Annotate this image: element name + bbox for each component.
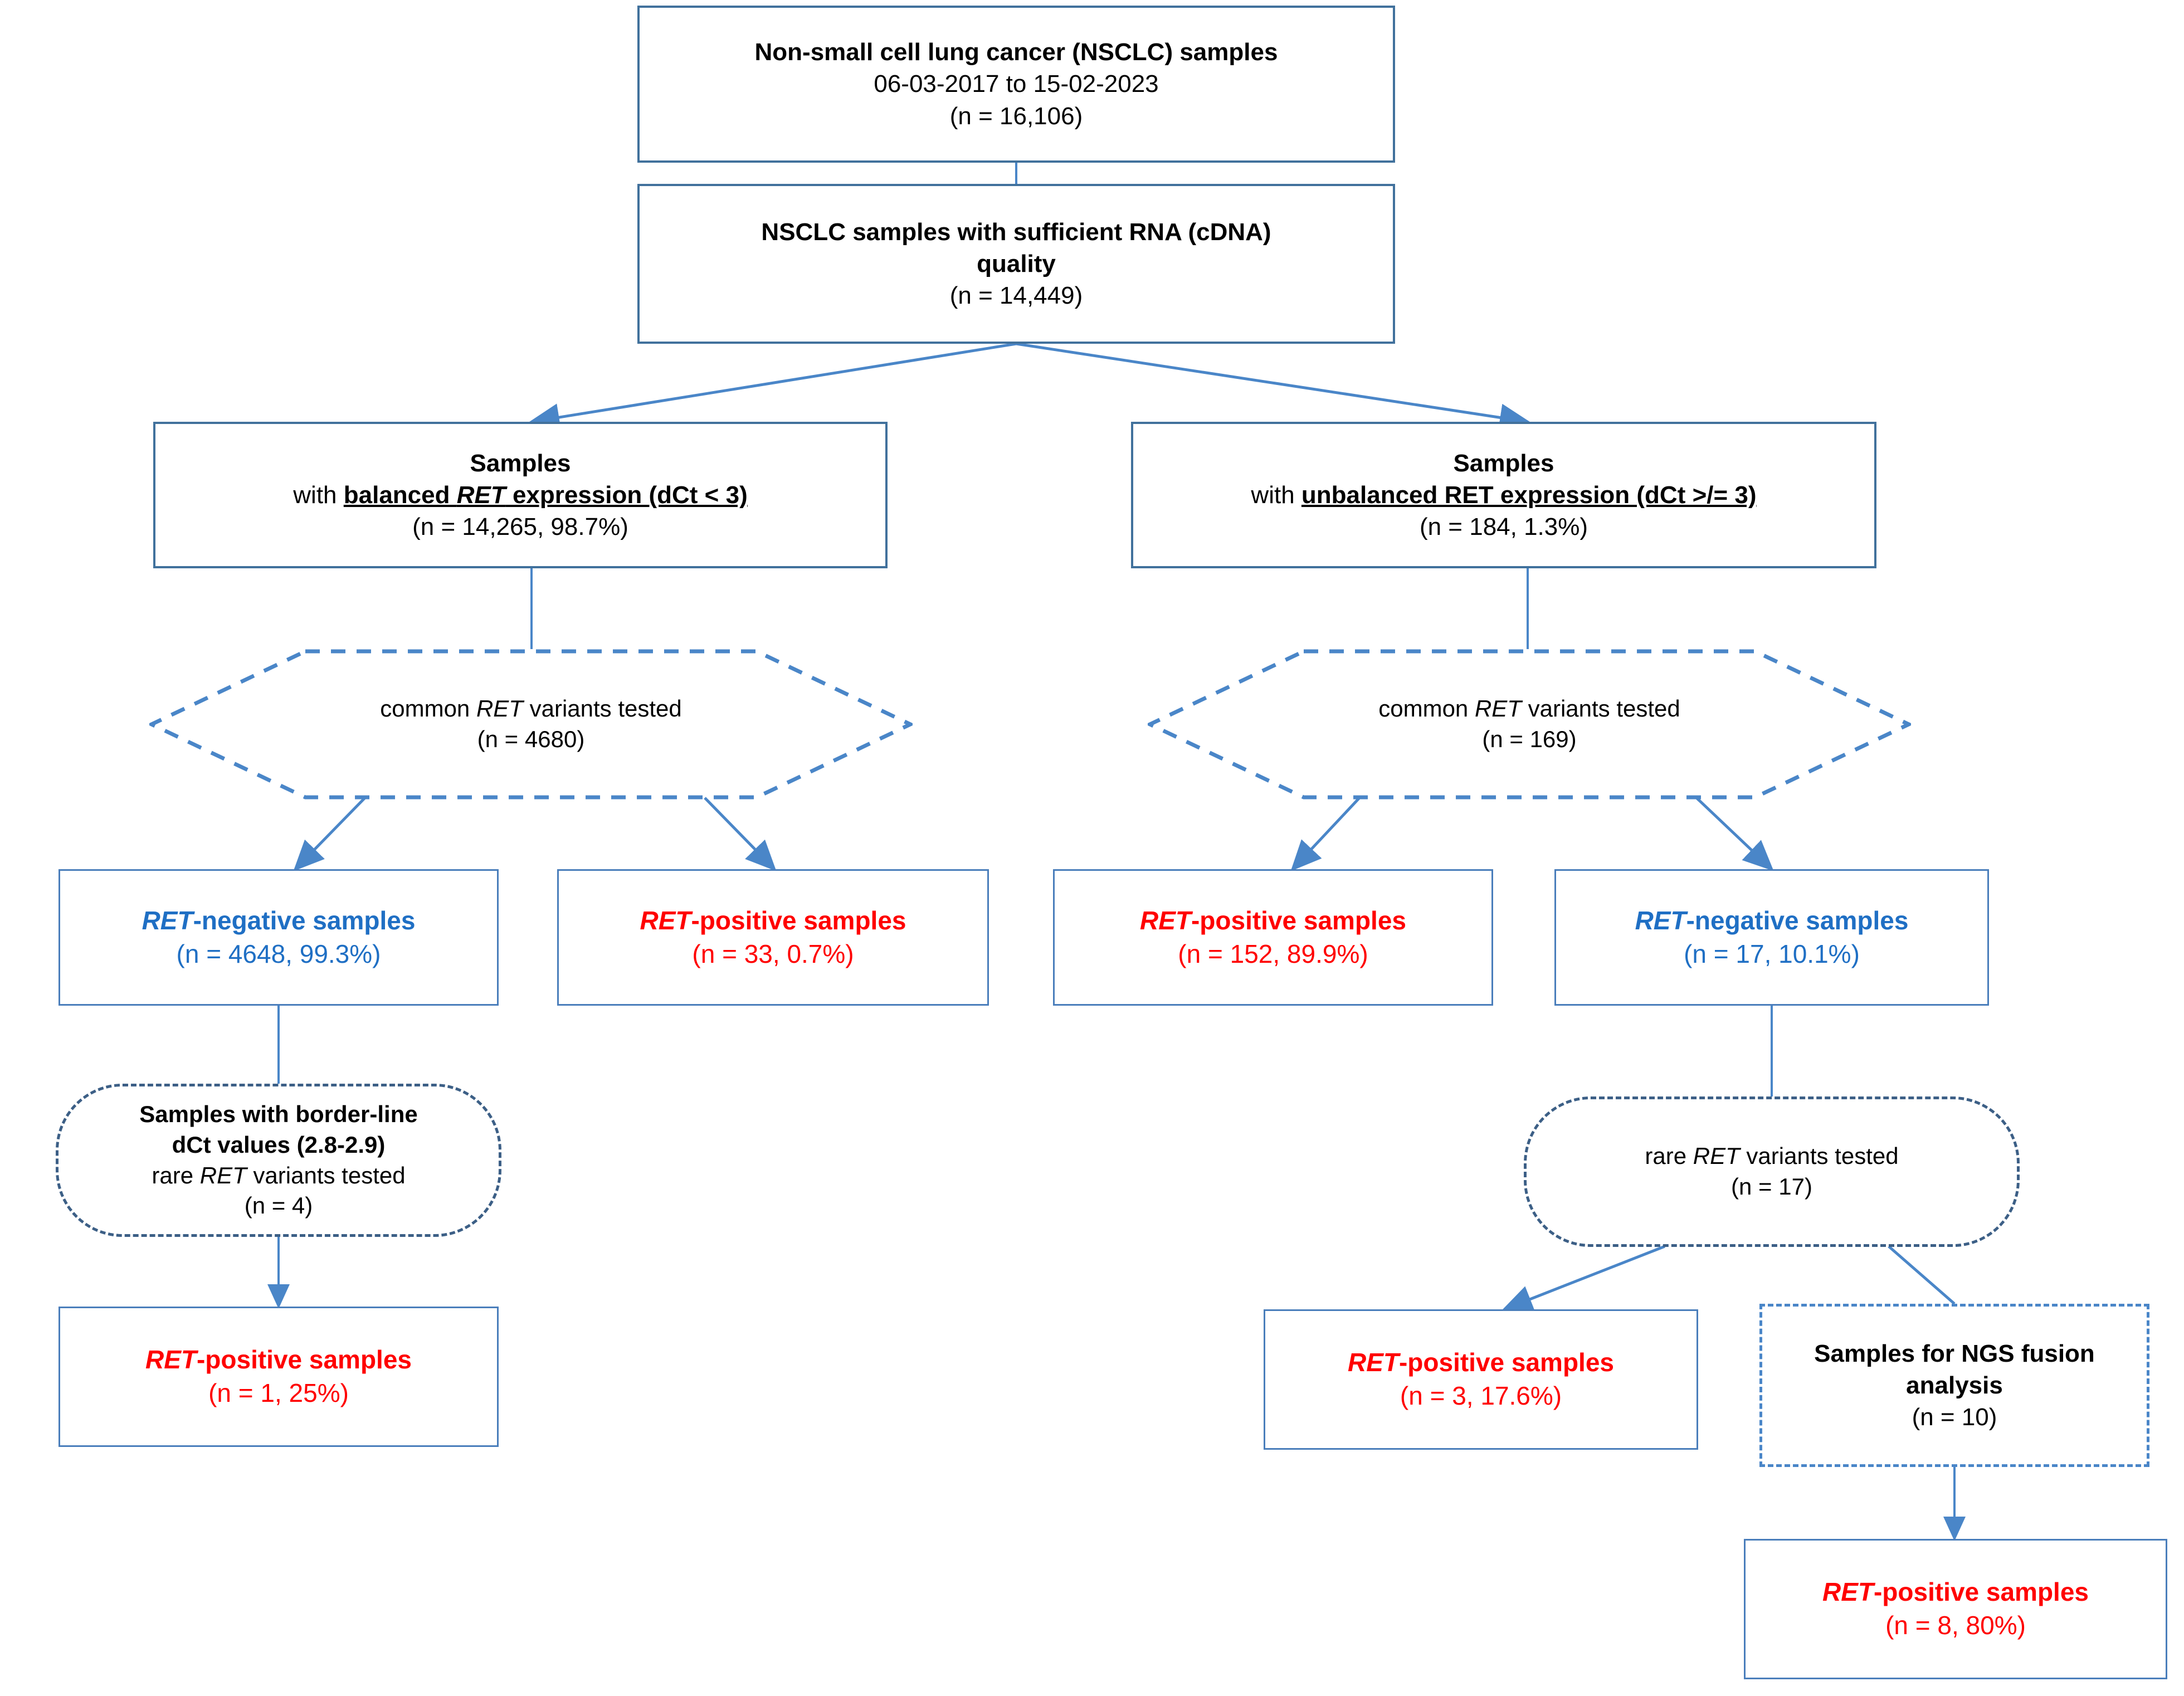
rare-variants-right-line1: rare RET variants tested: [1645, 1141, 1898, 1172]
rare-variants-right-count: (n = 17): [1731, 1173, 1812, 1200]
node-balanced-ret: Samples with balanced RET expression (dC…: [153, 422, 888, 568]
node-ret-positive-bottom-left: RET-positive samples (n = 1, 25%): [58, 1307, 499, 1447]
borderline-dct-count: (n = 4): [244, 1192, 313, 1219]
ret-positive-left-count: (n = 33, 0.7%): [692, 939, 854, 968]
common-variants-right-line1: common RET variants tested: [1378, 694, 1680, 724]
nsclc-samples-daterange: 06-03-2017 to 15-02-2023: [874, 70, 1159, 98]
ret-positive-left-gene: RET: [640, 905, 691, 935]
balanced-ret-title: Samples: [470, 449, 571, 477]
rare-right-gene: RET: [1693, 1143, 1740, 1169]
common-variants-left-count: (n = 4680): [477, 726, 585, 752]
ret-positive-right-count: (n = 152, 89.9%): [1178, 939, 1368, 968]
unbalanced-ret-count: (n = 184, 1.3%): [1419, 513, 1588, 541]
ret-positive-left-label: RET-positive samples: [640, 904, 906, 938]
hexagon-shape-right: [1148, 649, 1911, 800]
ret-positive-right-label: RET-positive samples: [1140, 904, 1406, 938]
ret-negative-left-count: (n = 4648, 99.3%): [176, 939, 381, 968]
common-variants-left-line1: common RET variants tested: [380, 694, 682, 724]
borderline-rare-prefix: rare: [152, 1162, 200, 1188]
common-variants-right-count: (n = 169): [1482, 726, 1577, 752]
ret-positive-left-suffix: -positive samples: [691, 905, 906, 935]
ret-positive-bottom-right-label: RET-positive samples: [1822, 1576, 2089, 1609]
ret-negative-left-label: RET-negative samples: [142, 904, 416, 938]
unbalanced-ret-title: Samples: [1453, 449, 1554, 477]
node-common-variants-left: common RET variants tested (n = 4680): [149, 649, 913, 800]
node-ret-positive-right: RET-positive samples (n = 152, 89.9%): [1053, 869, 1493, 1006]
common-left-gene: RET: [476, 695, 523, 722]
ret-negative-left-suffix: -negative samples: [193, 905, 416, 935]
ret-positive-bottom-left-suffix: -positive samples: [196, 1345, 412, 1375]
ret-negative-right-suffix: -negative samples: [1686, 905, 1909, 935]
node-ret-negative-right: RET-negative samples (n = 17, 10.1%): [1554, 869, 1989, 1006]
node-ret-negative-left: RET-negative samples (n = 4648, 99.3%): [58, 869, 499, 1006]
unbalanced-ret-expression: unbalanced RET expression (dCt >/= 3): [1301, 481, 1757, 509]
ret-positive-right-gene: RET: [1139, 905, 1191, 935]
balanced-ret-criteria: with balanced RET expression (dCt < 3): [293, 479, 747, 511]
balanced-ret-gene: RET: [456, 481, 506, 509]
node-borderline-dct: Samples with border-line dCt values (2.8…: [56, 1084, 501, 1237]
unbalanced-ret-with: with: [1251, 481, 1301, 509]
ret-negative-right-label: RET-negative samples: [1635, 904, 1909, 938]
ret-positive-right-suffix: -positive samples: [1191, 905, 1407, 935]
rare-right-suffix: variants tested: [1739, 1143, 1899, 1169]
node-unbalanced-ret: Samples with unbalanced RET expression (…: [1131, 422, 1876, 568]
ret-positive-bottom-mid-label: RET-positive samples: [1348, 1346, 1614, 1380]
node-common-variants-right: common RET variants tested (n = 169): [1148, 649, 1911, 800]
sufficient-rna-count: (n = 14,449): [949, 282, 1083, 310]
borderline-rare-suffix: variants tested: [246, 1162, 406, 1188]
ret-positive-bottom-left-gene: RET: [145, 1345, 197, 1375]
borderline-dct-line2: dCt values (2.8-2.9): [172, 1131, 386, 1158]
common-variants-left-label: common RET variants tested (n = 4680): [149, 649, 913, 800]
ret-positive-bottom-mid-count: (n = 3, 17.6%): [1400, 1381, 1562, 1410]
nsclc-samples-count: (n = 16,106): [949, 102, 1083, 130]
common-left-suffix: variants tested: [523, 695, 682, 722]
nsclc-samples-title: Non-small cell lung cancer (NSCLC) sampl…: [754, 38, 1278, 66]
borderline-dct-line1: Samples with border-line: [139, 1101, 418, 1128]
node-ret-positive-bottom-right: RET-positive samples (n = 8, 80%): [1744, 1539, 2167, 1679]
node-nsclc-samples: Non-small cell lung cancer (NSCLC) sampl…: [637, 6, 1395, 163]
ret-positive-bottom-left-count: (n = 1, 25%): [208, 1378, 349, 1407]
common-right-suffix: variants tested: [1521, 695, 1680, 722]
rare-right-prefix: rare: [1645, 1143, 1693, 1169]
common-right-gene: RET: [1474, 695, 1522, 722]
ret-positive-bottom-right-count: (n = 8, 80%): [1885, 1611, 2026, 1640]
balanced-ret-balanced-word: balanced: [343, 481, 457, 509]
common-right-prefix: common: [1378, 695, 1475, 722]
node-ret-positive-bottom-mid: RET-positive samples (n = 3, 17.6%): [1264, 1309, 1698, 1450]
ret-positive-bottom-left-label: RET-positive samples: [145, 1343, 412, 1377]
ngs-fusion-line1: Samples for NGS fusion: [1814, 1339, 2095, 1367]
common-left-prefix: common: [380, 695, 476, 722]
unbalanced-ret-criteria: with unbalanced RET expression (dCt >/= …: [1251, 479, 1756, 511]
sufficient-rna-title: NSCLC samples with sufficient RNA (cDNA): [761, 218, 1271, 246]
ret-negative-right-gene: RET: [1635, 905, 1686, 935]
ret-positive-bottom-mid-gene: RET: [1347, 1348, 1399, 1377]
ngs-fusion-count: (n = 10): [1912, 1403, 1997, 1431]
node-ngs-fusion-analysis: Samples for NGS fusion analysis (n = 10): [1759, 1304, 2149, 1467]
ret-negative-left-gene: RET: [142, 905, 193, 935]
node-rare-variants-right: rare RET variants tested (n = 17): [1524, 1096, 2020, 1247]
ret-positive-bottom-right-gene: RET: [1822, 1577, 1874, 1607]
common-variants-right-label: common RET variants tested (n = 169): [1148, 649, 1911, 800]
borderline-gene: RET: [199, 1162, 247, 1188]
balanced-ret-count: (n = 14,265, 98.7%): [412, 513, 628, 541]
borderline-dct-line3: rare RET variants tested: [152, 1161, 405, 1191]
ngs-fusion-line2: analysis: [1906, 1371, 2003, 1399]
ret-positive-bottom-right-suffix: -positive samples: [1873, 1577, 2089, 1607]
node-ret-positive-left: RET-positive samples (n = 33, 0.7%): [557, 869, 989, 1006]
sufficient-rna-title2: quality: [977, 250, 1056, 277]
balanced-ret-with: with: [293, 481, 344, 509]
balanced-ret-expression: expression (dCt < 3): [505, 481, 748, 509]
ret-positive-bottom-mid-suffix: -positive samples: [1398, 1348, 1615, 1377]
ret-negative-right-count: (n = 17, 10.1%): [1684, 939, 1860, 968]
node-sufficient-rna: NSCLC samples with sufficient RNA (cDNA)…: [637, 184, 1395, 344]
hexagon-shape-left: [149, 649, 913, 800]
